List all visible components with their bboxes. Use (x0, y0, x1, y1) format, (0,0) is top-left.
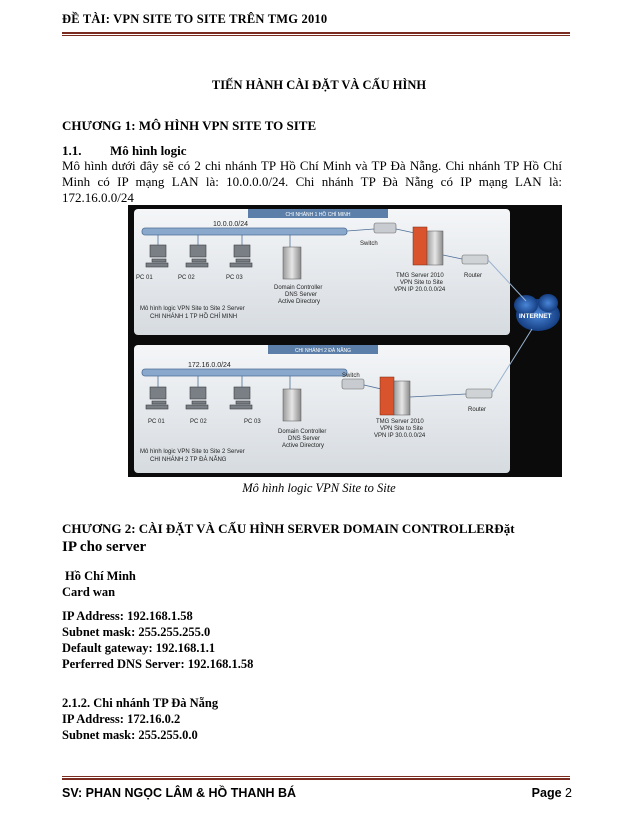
firewall-icon (412, 226, 428, 266)
bottom-site-banner (268, 345, 378, 354)
header-rule (62, 32, 570, 34)
dc-label: Active Directory (282, 443, 324, 449)
pc-label: PC 02 (178, 275, 195, 281)
pc-icon (145, 244, 253, 268)
domain-controller-icon (282, 246, 302, 280)
top-lan-label: 10.0.0.0/24 (213, 221, 248, 228)
tmg-server-icon (393, 380, 411, 416)
dn-ip-config: 2.1.2. Chi nhánh TP Đà Nẵng IP Address: … (62, 695, 218, 743)
header-rule-thin (62, 35, 570, 36)
card-label: Card wan (62, 585, 116, 599)
tmg-label: VPN IP 20.0.0.0/24 (394, 287, 446, 293)
router-icon (465, 388, 493, 399)
domain-controller-icon (282, 388, 302, 422)
ip-line: IP Address: 192.168.1.58 (62, 609, 193, 623)
dn-title: 2.1.2. Chi nhánh TP Đà Nẵng (62, 696, 219, 710)
switch-icon (341, 378, 365, 390)
site-description: CHI NHÁNH 2 TP ĐÀ NẴNG (150, 456, 227, 463)
bottom-lan-bar (141, 368, 348, 377)
page-number: Page 2 (532, 786, 572, 800)
pc-label: PC 03 (226, 275, 243, 281)
dc-label: Active Directory (278, 299, 320, 305)
pc-label: PC 01 (148, 419, 165, 425)
internet-cloud-icon (514, 294, 560, 331)
internet-label: INTERNET (519, 313, 552, 320)
switch-label: Switch (342, 373, 360, 379)
document-title: TIẾN HÀNH CÀI ĐẶT VÀ CẤU HÌNH (211, 78, 427, 92)
page-label: Page (531, 786, 562, 800)
dc-label: Domain Controller (274, 285, 322, 291)
section-number: 1.1. (62, 143, 82, 158)
tmg-label: TMG Server 2010 (396, 273, 444, 279)
bottom-lan-label: 172.16.0.0/24 (188, 362, 231, 369)
bottom-site-banner-text: CHI NHÁNH 2 ĐÀ NẴNG (295, 347, 351, 354)
section-title: Mô hình logic (110, 143, 187, 158)
document-header: ĐỀ TÀI: VPN SITE TO SITE TRÊN TMG 2010 (62, 12, 328, 26)
intro-paragraph: Mô hình dưới đây sẽ có 2 chi nhánh TP Hồ… (62, 158, 562, 205)
ip-line: Subnet mask: 255.255.255.0 (62, 625, 211, 639)
figure-caption: Mô hình logic VPN Site to Site (242, 481, 396, 495)
chapter2-heading: CHƯƠNG 2: CÀI ĐẶT VÀ CẤU HÌNH SERVER DOM… (62, 520, 572, 556)
network-diagram: CHI NHÁNH 1 HỒ CHÍ MINH 10.0.0.0/24 PC 0… (128, 205, 562, 477)
switch-label: Switch (360, 241, 378, 247)
switch-icon (373, 222, 397, 234)
chapter1-heading: CHƯƠNG 1: MÔ HÌNH VPN SITE TO SITE (62, 118, 317, 133)
bottom-site-panel (134, 345, 510, 473)
tmg-label: TMG Server 2010 (376, 419, 424, 425)
pc-label: PC 02 (190, 419, 207, 425)
router-label: Router (468, 407, 486, 413)
footer-rule (62, 778, 570, 780)
dc-label: Domain Controller (278, 429, 326, 435)
tmg-server-icon (426, 230, 444, 266)
page-number-value: 2 (565, 786, 572, 800)
site-description: Mô hình logic VPN Site to Site 2 Server (140, 449, 245, 455)
top-site-banner (248, 209, 388, 218)
ip-line: Subnet mask: 255.255.0.0 (62, 728, 198, 742)
top-site-banner-text: CHI NHÁNH 1 HỒ CHÍ MINH (285, 211, 350, 218)
router-icon (461, 254, 489, 265)
section-heading: 1.1. Mô hình logic (62, 143, 187, 159)
site-description: Mô hình logic VPN Site to Site 2 Server (140, 306, 245, 312)
footer-rule-thin (62, 776, 570, 777)
hcm-title: Hồ Chí Minh (65, 569, 136, 583)
dc-label: DNS Server (288, 436, 320, 442)
chapter2-heading-line1: CHƯƠNG 2: CÀI ĐẶT VÀ CẤU HÌNH SERVER DOM… (62, 521, 515, 536)
pc-label: PC 01 (136, 275, 153, 281)
hcm-ip-config: IP Address: 192.168.1.58 Subnet mask: 25… (62, 608, 253, 672)
router-label: Router (464, 273, 482, 279)
footer-authors: SV: PHAN NGỌC LÂM & HỒ THANH BÁ (62, 786, 297, 800)
dc-label: DNS Server (285, 292, 317, 298)
top-lan-bar (141, 227, 348, 236)
hcm-block: Hồ Chí Minh Card wan (62, 568, 136, 600)
firewall-icon (379, 376, 395, 416)
chapter2-heading-line2: IP cho server (62, 539, 147, 555)
site-description: CHI NHÁNH 1 TP HỒ CHÍ MINH (150, 313, 237, 320)
ip-line: Default gateway: 192.168.1.1 (62, 641, 216, 655)
tmg-label: VPN Site to Site (380, 426, 424, 432)
pc-label: PC 03 (244, 419, 261, 425)
ip-line: IP Address: 172.16.0.2 (62, 712, 181, 726)
ip-line: Perferred DNS Server: 192.168.1.58 (62, 657, 254, 671)
tmg-label: VPN IP 30.0.0.0/24 (374, 433, 426, 439)
tmg-label: VPN Site to Site (400, 280, 444, 286)
